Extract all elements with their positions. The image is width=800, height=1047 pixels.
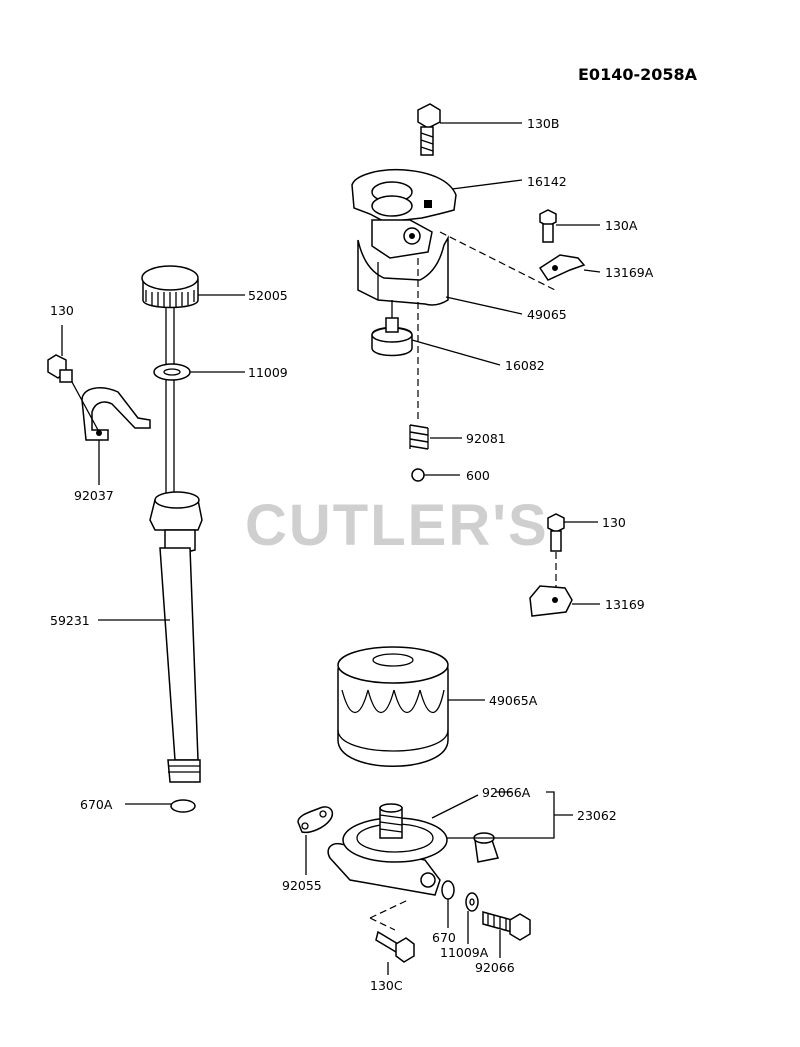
bracket-16142 bbox=[351, 168, 457, 223]
label-11009: 11009 bbox=[248, 365, 288, 380]
label-23062: 23062 bbox=[577, 808, 617, 823]
label-11009a: 11009A bbox=[440, 945, 489, 960]
label-130-left: 130 bbox=[50, 303, 74, 318]
label-49065a: 49065A bbox=[489, 693, 538, 708]
label-130a: 130A bbox=[605, 218, 638, 233]
label-670a: 670A bbox=[80, 797, 113, 812]
diagram-id: E0140-2058A bbox=[578, 65, 698, 84]
cap-52005 bbox=[141, 265, 199, 309]
label-92055: 92055 bbox=[282, 878, 322, 893]
plate-13169 bbox=[529, 585, 573, 617]
oring-11009 bbox=[153, 363, 191, 381]
label-130c: 130C bbox=[370, 978, 403, 993]
bolt-130b bbox=[417, 103, 441, 156]
label-16142: 16142 bbox=[527, 174, 567, 189]
oring-670 bbox=[441, 880, 455, 900]
bolt-130-right bbox=[547, 513, 565, 552]
washer-11009a bbox=[465, 892, 479, 912]
label-92066: 92066 bbox=[475, 960, 515, 975]
label-130-right: 130 bbox=[602, 515, 626, 530]
label-600: 600 bbox=[466, 468, 490, 483]
label-130b: 130B bbox=[527, 116, 559, 131]
label-52005: 52005 bbox=[248, 288, 288, 303]
label-49065: 49065 bbox=[527, 307, 567, 322]
ball-600 bbox=[411, 468, 425, 482]
tube-top-fitting bbox=[149, 491, 203, 556]
label-16082: 16082 bbox=[505, 358, 545, 373]
filter-adapter-23062 bbox=[327, 803, 448, 896]
plate-13169a bbox=[538, 254, 586, 281]
cover-49065 bbox=[357, 219, 449, 306]
bolt-130c bbox=[375, 930, 415, 963]
label-92066a: 92066A bbox=[482, 785, 531, 800]
oring-670a bbox=[170, 799, 196, 813]
bolt-92066 bbox=[482, 911, 531, 941]
watermark: CUTLER'S bbox=[245, 493, 549, 558]
tube-59231 bbox=[159, 547, 201, 783]
screw-130a bbox=[539, 209, 557, 243]
label-13169: 13169 bbox=[605, 597, 645, 612]
label-13169a: 13169A bbox=[605, 265, 654, 280]
label-670: 670 bbox=[432, 930, 456, 945]
gasket-92055 bbox=[297, 806, 334, 834]
label-92037: 92037 bbox=[74, 488, 114, 503]
switch-16082 bbox=[371, 300, 413, 357]
spring-92081 bbox=[409, 424, 429, 450]
oil-filter-49065a bbox=[337, 646, 449, 767]
bolt-130-left bbox=[47, 354, 73, 383]
label-59231: 59231 bbox=[50, 613, 90, 628]
label-92081: 92081 bbox=[466, 431, 506, 446]
clamp-92037 bbox=[81, 387, 151, 441]
